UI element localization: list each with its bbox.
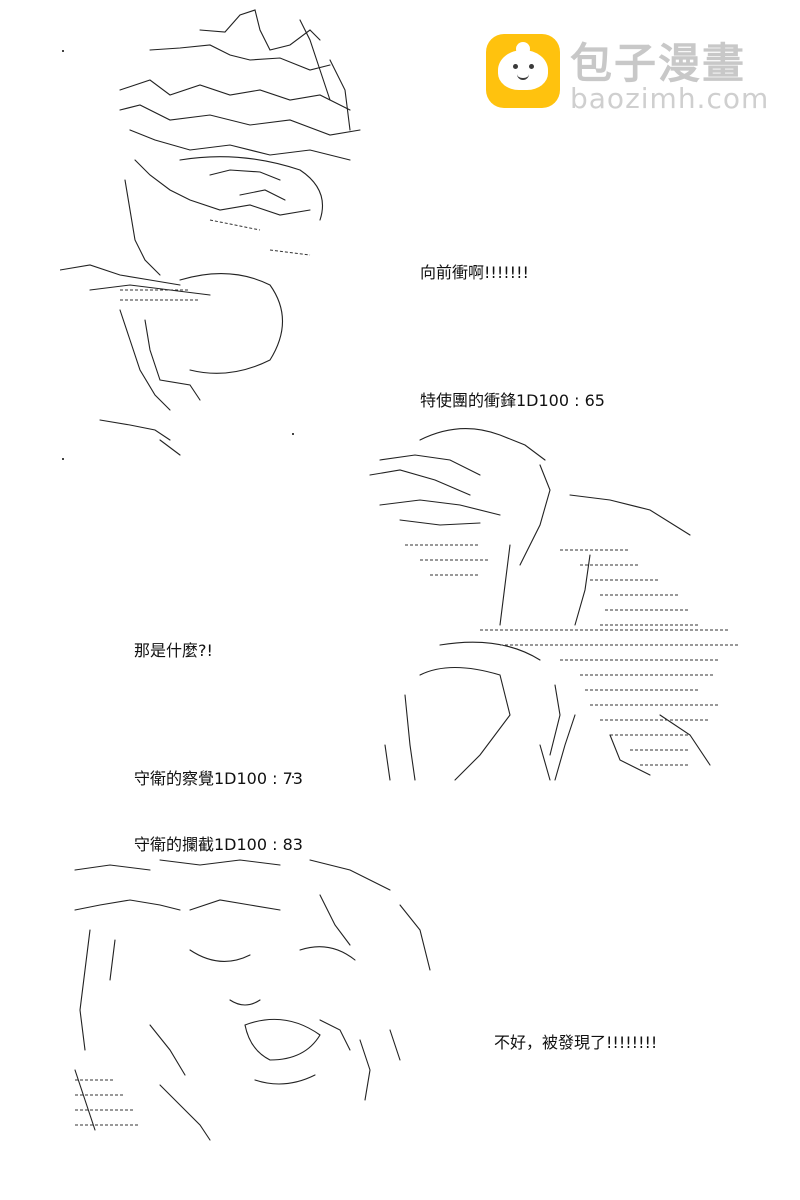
panel-1-text: 向前衝啊!!!!!!! 特使團的衝鋒1D100 : 65: [420, 218, 605, 434]
watermark-url: baozimh.com: [570, 82, 770, 115]
panel-2-line-3: 守衛的察覺1D100 : 73: [134, 769, 303, 788]
stray-dot: [292, 433, 294, 435]
watermark: 包子漫畫 baozimh.com: [486, 34, 786, 115]
ascii-art-startled-face: [74, 859, 431, 1141]
panel-3-text: 不好，被發現了!!!!!!!!: [494, 988, 657, 1076]
panel-2-line-1: 那是什麼?!: [134, 641, 213, 660]
stray-dot: [62, 50, 64, 52]
panel-1-line-1: 向前衝啊!!!!!!!: [420, 263, 529, 282]
stray-dot: [292, 776, 294, 778]
panel-2-text: 那是什麼?! 守衛的察覺1D100 : 73 守衛的攔截1D100 : 83: [134, 596, 303, 878]
panel-2-line-4: 守衛的攔截1D100 : 83: [134, 835, 303, 854]
watermark-title: 包子漫畫: [570, 39, 747, 88]
ascii-art-charging-character: [60, 9, 361, 456]
panel-3-line-1: 不好，被發現了!!!!!!!!: [494, 1033, 658, 1052]
panel-1-line-2: [420, 328, 605, 346]
panel-1-line-3: 特使團的衝鋒1D100 : 65: [420, 391, 605, 410]
stray-dot: [62, 458, 64, 460]
ascii-art-guard: [369, 428, 740, 781]
panel-2-line-2: [134, 706, 303, 724]
bun-logo-icon: [486, 34, 560, 108]
